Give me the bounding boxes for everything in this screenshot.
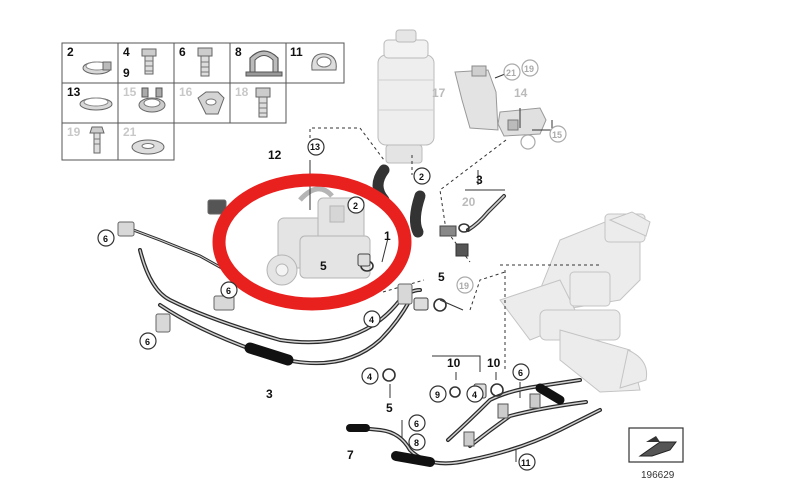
callout-label: 6 [145,337,150,347]
callout-label: 6 [226,286,231,296]
table-cell-label: 18 [235,85,249,99]
cooler-lines [346,378,602,467]
table-cell-label: 4 [123,45,130,59]
callout-label: 12 [268,148,282,162]
small-parts-table: 2 4 9 6 8 11 [61,42,345,161]
table-cell-label: 16 [179,85,193,99]
callout-label: 7 [347,448,354,462]
callout-label: 20 [462,195,476,209]
callout-label: 10 [447,356,461,370]
holder-bracket [497,107,547,137]
rubber-mount-clamp-icon [245,50,283,77]
callout-label: 21 [506,68,516,78]
callout-label: 4 [369,315,374,325]
fluid-reservoir [377,29,435,164]
callout-label: 9 [435,390,440,400]
callout-label: 19 [524,64,534,74]
banjo-bolt-icon [141,48,157,75]
highlight-circle [212,173,412,311]
o-rings [360,223,504,398]
table-cell-label: 19 [67,125,81,139]
table-cell-label: 15 [123,85,137,99]
callout-label: 6 [518,368,523,378]
table-cell-label: 6 [179,45,186,59]
callout-label: 15 [552,130,562,140]
hex-nut-icon [197,91,225,115]
callout-label: 4 [367,372,372,382]
callout-label: 1 [384,229,391,243]
hex-bolt-icon [197,47,213,77]
band-clamp-icon [79,97,113,111]
reservoir-bracket [454,65,499,131]
callout-label: 3 [476,173,483,187]
socket-head-bolt-icon [255,87,271,118]
callout-label: 17 [432,86,446,100]
table-cell-label: 8 [235,45,242,59]
callout-label: 11 [521,458,531,468]
screw-icon [89,126,105,154]
callout-label: 2 [353,201,358,211]
table-cell-label: 13 [67,85,81,99]
leader-lines [309,69,600,462]
power-steering-pump [266,186,371,286]
table-cell-label: 11 [290,45,303,59]
return-pipe [439,194,506,257]
spring-clamp-icon [138,87,166,113]
callout-label: 2 [419,172,424,182]
diagram-number: 196629 [641,470,675,481]
callout-label: 6 [103,234,108,244]
diagram-id-stamp: 196629 [628,427,684,481]
callout-label: 8 [414,438,419,448]
hose-holder-clip-icon [311,53,337,71]
callout-label: 5 [386,401,393,415]
callout-labels: 12 13 2 2 1 5 3 20 19 19 21 17 14 15 6 6… [97,59,567,471]
hose-clamp-icon [82,61,112,75]
callout-label: 4 [472,390,477,400]
cooler-clips [463,393,541,447]
table-cell-label: 21 [123,125,137,139]
callout-label: 13 [310,142,320,152]
washer-icon [131,139,165,155]
callout-label: 19 [459,281,469,291]
callout-label: 5 [320,259,327,273]
callout-label: 10 [487,356,501,370]
table-cell-label: 9 [123,66,130,80]
callout-label: 6 [414,419,419,429]
callout-label: 3 [266,387,273,401]
callout-label: 5 [438,270,445,284]
callout-label: 14 [514,86,528,100]
table-cell-label: 2 [67,45,74,59]
